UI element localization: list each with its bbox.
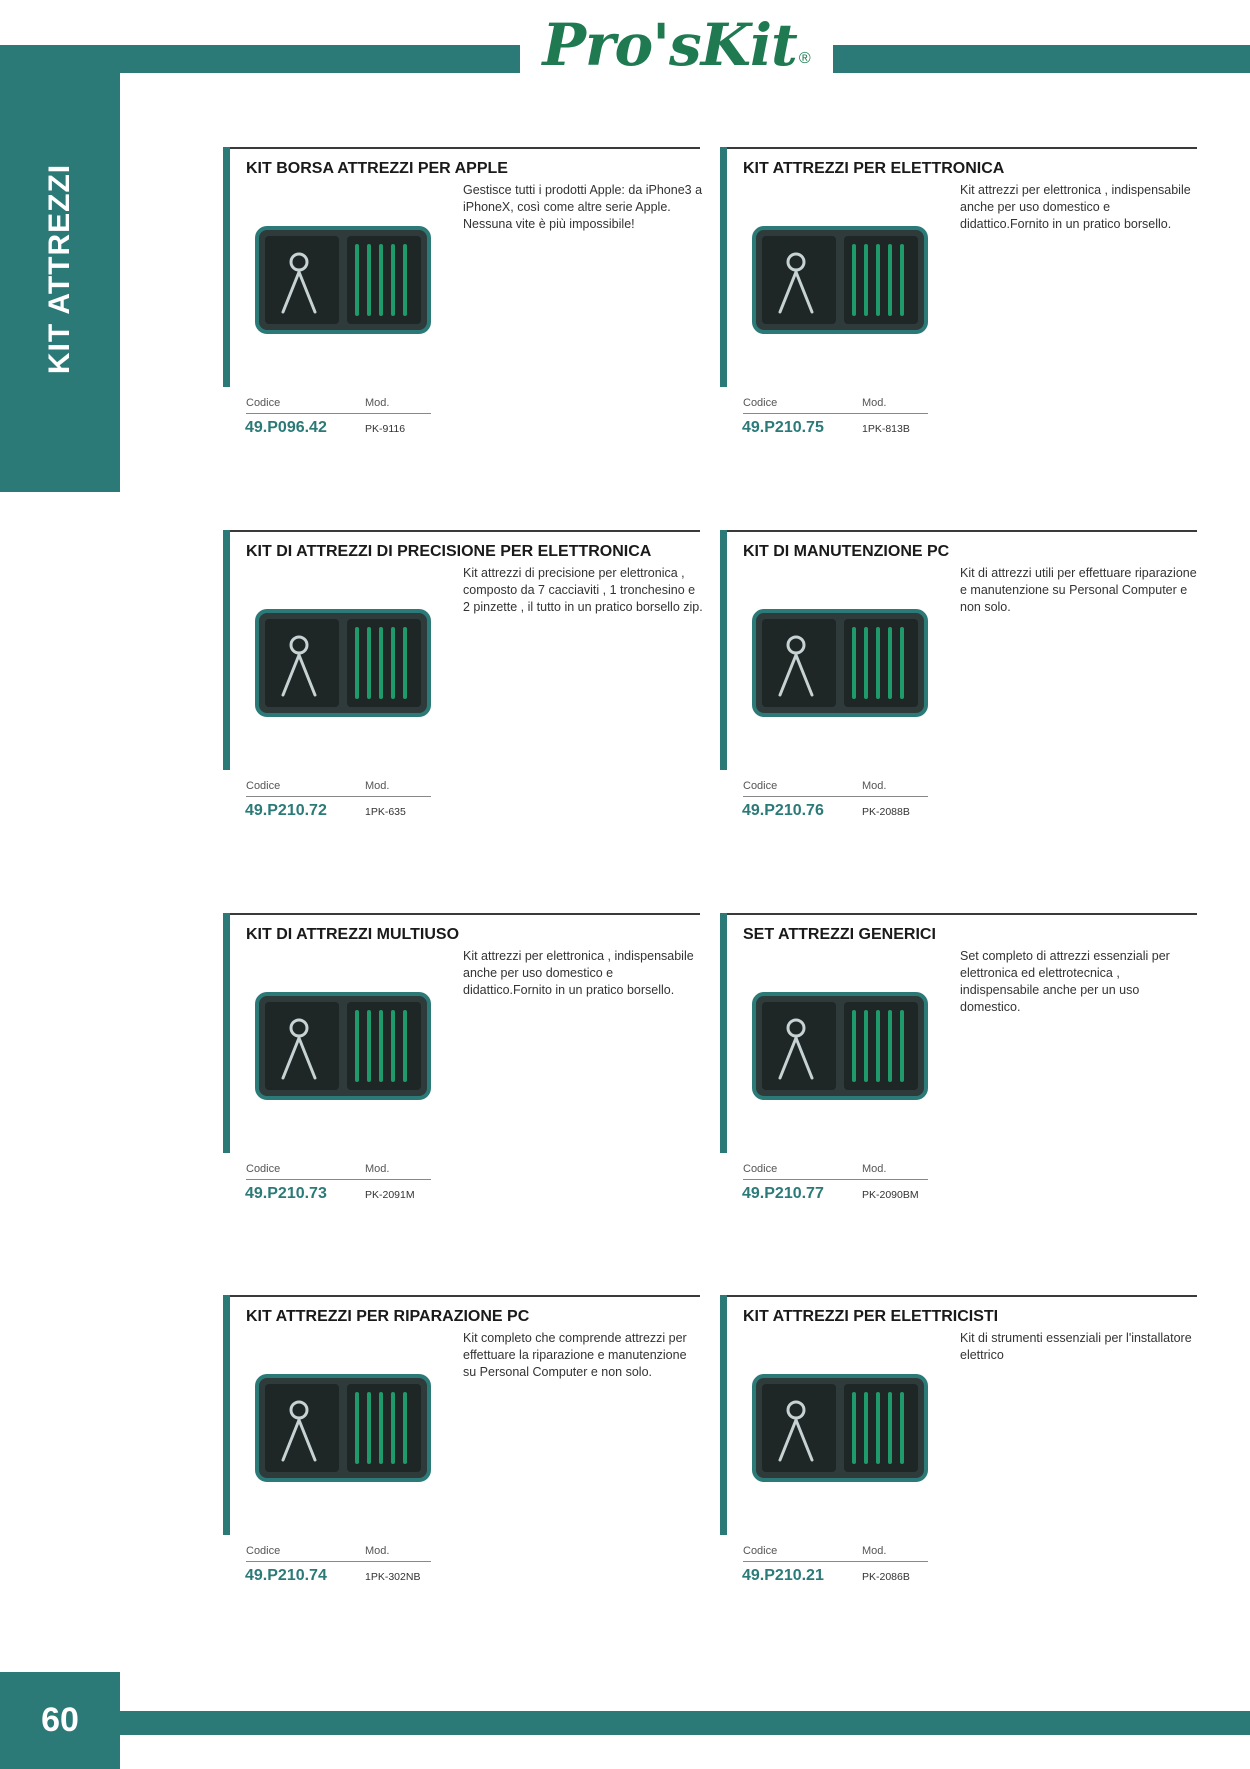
model-label: Mod. xyxy=(365,1163,390,1175)
label-underline xyxy=(743,1561,928,1562)
registered-mark: ® xyxy=(798,50,811,67)
tool-kit-image xyxy=(255,1374,431,1482)
product-code: 49.P210.75 xyxy=(742,419,824,436)
footer-bar xyxy=(120,1711,1250,1735)
tool-kit-image xyxy=(255,992,431,1100)
label-underline xyxy=(246,796,431,797)
card-top-rule xyxy=(720,913,1197,915)
product-model: 1PK-635 xyxy=(365,806,406,818)
model-label: Mod. xyxy=(862,1163,887,1175)
card-accent-bar xyxy=(720,913,727,1153)
model-label: Mod. xyxy=(365,780,390,792)
page-number: 60 xyxy=(41,1701,79,1739)
product-description: Kit di strumenti essenziali per l'instal… xyxy=(960,1331,1192,1362)
product-title: KIT DI MANUTENZIONE PC xyxy=(743,543,950,560)
model-label: Mod. xyxy=(862,780,887,792)
card-accent-bar xyxy=(223,147,230,387)
code-label: Codice xyxy=(246,397,281,409)
card-top-rule xyxy=(223,530,700,532)
tool-kit-image xyxy=(255,609,431,717)
product-code: 49.P210.72 xyxy=(245,802,327,819)
card-accent-bar xyxy=(720,147,727,387)
code-label: Codice xyxy=(743,1545,778,1557)
model-label: Mod. xyxy=(862,1545,887,1557)
product-title: KIT DI ATTREZZI MULTIUSO xyxy=(246,926,460,943)
header-bar-right xyxy=(833,45,1250,73)
product-description: Gestisce tutti i prodotti Apple: da iPho… xyxy=(463,183,703,231)
product-title: KIT ATTREZZI PER ELETTRICISTI xyxy=(743,1308,999,1325)
tool-kit-image xyxy=(752,1374,928,1482)
product-model: PK-9116 xyxy=(365,423,406,435)
side-label: KIT ATTREZZI xyxy=(0,45,120,492)
code-label: Codice xyxy=(246,1545,281,1557)
product-card: KIT BORSA ATTREZZI PER APPLE Gestisce tut… xyxy=(223,147,703,467)
side-label-text: KIT ATTREZZI xyxy=(43,163,77,374)
model-label: Mod. xyxy=(862,397,887,409)
model-label: Mod. xyxy=(365,1545,390,1557)
card-accent-bar xyxy=(223,1295,230,1535)
product-description: Kit di attrezzi utili per effettuare rip… xyxy=(960,566,1197,614)
product-title: KIT BORSA ATTREZZI PER APPLE xyxy=(246,160,508,177)
product-model: PK-2091M xyxy=(365,1189,415,1201)
page-number-box: 60 xyxy=(0,1672,120,1769)
card-top-rule xyxy=(223,147,700,149)
product-code: 49.P210.73 xyxy=(245,1185,327,1202)
card-top-rule xyxy=(720,147,1197,149)
model-label: Mod. xyxy=(365,397,390,409)
side-tab xyxy=(0,45,120,492)
product-card: KIT ATTREZZI PER RIPARAZIONE PC Kit compl… xyxy=(223,1295,700,1615)
label-underline xyxy=(743,796,928,797)
product-title: KIT DI ATTREZZI DI PRECISIONE PER ELETTR… xyxy=(246,543,652,560)
card-top-rule xyxy=(720,530,1197,532)
product-code: 49.P210.74 xyxy=(245,1567,327,1584)
card-accent-bar xyxy=(720,1295,727,1535)
code-label: Codice xyxy=(246,1163,281,1175)
product-description: Kit attrezzi di precisione per elettroni… xyxy=(463,566,703,614)
product-card: KIT ATTREZZI PER ELETTRICISTI Kit di stru… xyxy=(720,1295,1197,1615)
label-underline xyxy=(246,413,431,414)
code-label: Codice xyxy=(246,780,281,792)
product-model: PK-2090BM xyxy=(862,1189,919,1201)
tool-kit-image xyxy=(752,992,928,1100)
product-title: KIT ATTREZZI PER ELETTRONICA xyxy=(743,160,1005,177)
product-card: KIT DI ATTREZZI DI PRECISIONE PER ELETTR… xyxy=(223,530,703,850)
card-accent-bar xyxy=(720,530,727,770)
label-underline xyxy=(743,413,928,414)
code-label: Codice xyxy=(743,780,778,792)
product-model: 1PK-302NB xyxy=(365,1571,421,1583)
product-description: Kit attrezzi per elettronica , indispens… xyxy=(960,183,1191,231)
code-label: Codice xyxy=(743,1163,778,1175)
tool-kit-image xyxy=(255,226,431,334)
code-label: Codice xyxy=(743,397,778,409)
product-card: SET ATTREZZI GENERICI Set completo di att… xyxy=(720,913,1197,1233)
label-underline xyxy=(743,1179,928,1180)
card-accent-bar xyxy=(223,913,230,1153)
card-top-rule xyxy=(720,1295,1197,1297)
product-description: Set completo di attrezzi essenziali per … xyxy=(960,949,1170,1014)
product-description: Kit completo che comprende attrezzi per … xyxy=(463,1331,687,1379)
product-code: 49.P210.21 xyxy=(742,1567,824,1584)
product-card: KIT ATTREZZI PER ELETTRONICA Kit attrezzi… xyxy=(720,147,1197,467)
product-code: 49.P210.76 xyxy=(742,802,824,819)
product-title: KIT ATTREZZI PER RIPARAZIONE PC xyxy=(246,1308,530,1325)
card-top-rule xyxy=(223,1295,700,1297)
card-accent-bar xyxy=(223,530,230,770)
product-card: KIT DI MANUTENZIONE PC Kit di attrezzi ut… xyxy=(720,530,1197,850)
product-model: PK-2088B xyxy=(862,806,910,818)
product-model: PK-2086B xyxy=(862,1571,910,1583)
product-code: 49.P096.42 xyxy=(245,419,327,436)
tool-kit-image xyxy=(752,226,928,334)
product-description: Kit attrezzi per elettronica , indispens… xyxy=(463,949,694,997)
brand-logo: Pro'sKit® xyxy=(520,0,833,90)
label-underline xyxy=(246,1561,431,1562)
product-title: SET ATTREZZI GENERICI xyxy=(743,926,936,943)
product-code: 49.P210.77 xyxy=(742,1185,824,1202)
product-model: 1PK-813B xyxy=(862,423,910,435)
card-top-rule xyxy=(223,913,700,915)
brand-name: Pro'sKit xyxy=(542,11,798,79)
tool-kit-image xyxy=(752,609,928,717)
label-underline xyxy=(246,1179,431,1180)
